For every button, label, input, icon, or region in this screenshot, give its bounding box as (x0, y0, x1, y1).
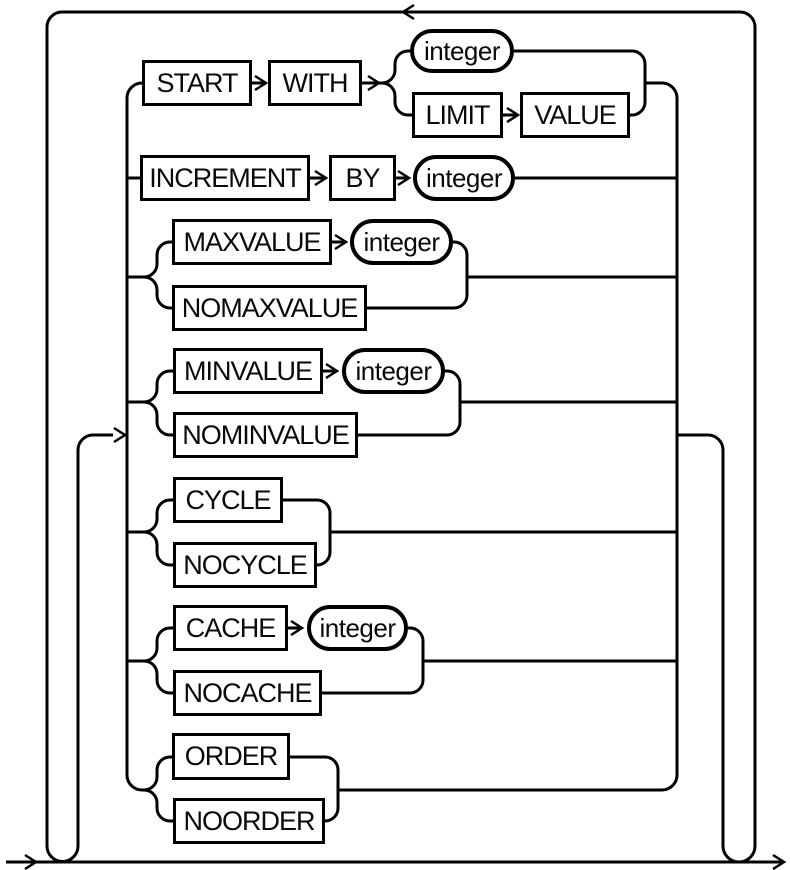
terminal-integer-1: integer (410, 29, 514, 73)
node-cycle: CYCLE (173, 477, 283, 523)
node-start: START (142, 60, 252, 106)
terminal-integer-4: integer (342, 348, 445, 394)
entry-arrow-icon (113, 426, 128, 444)
node-order: ORDER (172, 733, 290, 780)
node-nominvalue: NOMINVALUE (173, 412, 358, 458)
baseline-arrow-start-icon (24, 853, 39, 870)
arrow-start-with-icon (254, 74, 269, 92)
arrow-cache-integer-icon (290, 619, 305, 637)
terminal-integer-5: integer (307, 605, 408, 651)
node-nocache: NOCACHE (173, 670, 322, 716)
node-limit: LIMIT (412, 92, 503, 138)
left-trunk (125, 81, 143, 792)
baseline-arrow-end-icon (772, 853, 787, 870)
node-nomaxvalue: NOMAXVALUE (172, 285, 367, 331)
outer-loop (45, 10, 757, 864)
arrow-limit-value-icon (506, 106, 521, 124)
arrow-minvalue-integer-icon (325, 362, 340, 380)
node-noorder: NOORDER (173, 798, 325, 844)
node-value: VALUE (520, 92, 630, 138)
node-with: WITH (268, 60, 362, 106)
arrow-with-branch-icon (367, 74, 382, 92)
terminal-integer-2: integer (413, 155, 515, 201)
terminal-integer-3: integer (350, 219, 453, 265)
node-maxvalue: MAXVALUE (172, 219, 332, 265)
arrow-maxvalue-integer-icon (334, 233, 349, 251)
node-by: BY (329, 155, 396, 201)
node-increment: INCREMENT (140, 155, 310, 201)
right-trunk (338, 81, 679, 792)
node-nocycle: NOCYCLE (173, 542, 317, 588)
node-cache: CACHE (173, 605, 288, 651)
node-minvalue: MINVALUE (173, 348, 323, 394)
loop-arrow-left-icon (400, 3, 415, 21)
arrow-by-integer-icon (397, 169, 412, 187)
arrow-increment-by-icon (314, 169, 329, 187)
